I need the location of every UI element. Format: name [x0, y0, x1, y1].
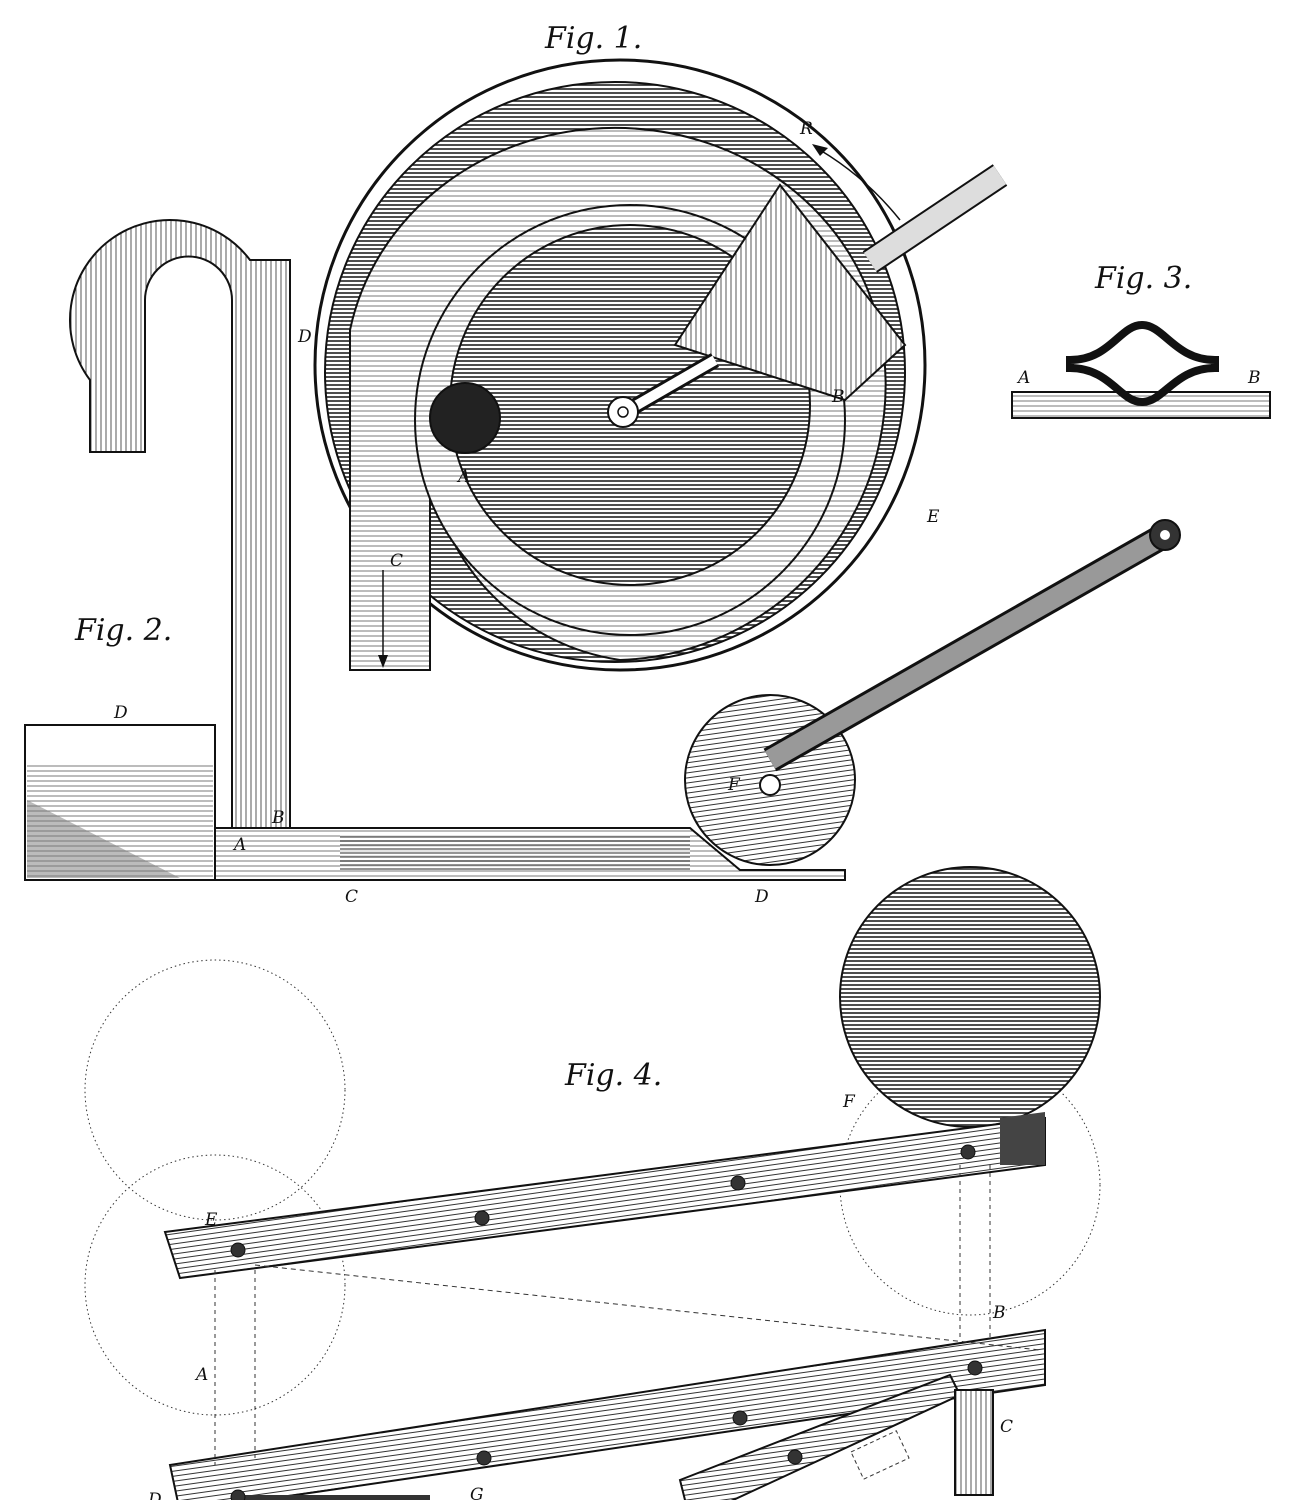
- label-D-bottom: D: [754, 887, 769, 907]
- label-A: A: [232, 835, 246, 855]
- label-E: E: [204, 1210, 218, 1230]
- dotted-circle: [84, 959, 346, 1221]
- label-A: A: [194, 1365, 208, 1385]
- label-C: C: [1000, 1417, 1013, 1437]
- fig4-title: Fig. 4.: [564, 1058, 662, 1093]
- inlet-hole: [429, 382, 501, 454]
- label-A: A: [456, 467, 470, 487]
- label-E: E: [926, 507, 940, 527]
- fig2-title: Fig. 2.: [74, 613, 172, 648]
- figure-1: Fig. 1. R D A B E C: [297, 21, 1008, 672]
- ball: [839, 866, 1101, 1128]
- label-C: C: [390, 551, 403, 571]
- post-C: [954, 1389, 994, 1496]
- figure-3: Fig. 3. A B: [1011, 261, 1271, 419]
- fig1-title: Fig. 1.: [544, 21, 642, 56]
- dotted-circle: [84, 1154, 346, 1416]
- label-B: B: [1247, 368, 1261, 388]
- figure-4: Fig. 4. F E B A C D G: [84, 866, 1101, 1500]
- rivets: [230, 1144, 983, 1500]
- label-C: C: [345, 887, 358, 907]
- label-G: G: [470, 1485, 484, 1500]
- label-A: A: [1016, 368, 1030, 388]
- label-F: F: [842, 1092, 856, 1112]
- spring-loop: [1066, 320, 1219, 407]
- cone-roller: [673, 183, 907, 402]
- figure-2: Fig. 2. D B A C D F: [24, 219, 1181, 907]
- label-R: R: [799, 119, 813, 139]
- label-F: F: [727, 775, 741, 795]
- label-D-top: D: [113, 703, 128, 723]
- label-B: B: [992, 1303, 1006, 1323]
- lower-rail: [168, 1328, 1046, 1500]
- label-B: B: [831, 387, 845, 407]
- label-B: B: [271, 808, 285, 828]
- rotation-arrow: [819, 149, 901, 221]
- label-D: D: [297, 327, 312, 347]
- wheel-pivot: [759, 774, 781, 796]
- upper-rail: [163, 1116, 1046, 1280]
- label-D: D: [147, 1490, 162, 1500]
- fig3-title: Fig. 3.: [1094, 261, 1192, 296]
- siphon-pipe: [69, 219, 291, 831]
